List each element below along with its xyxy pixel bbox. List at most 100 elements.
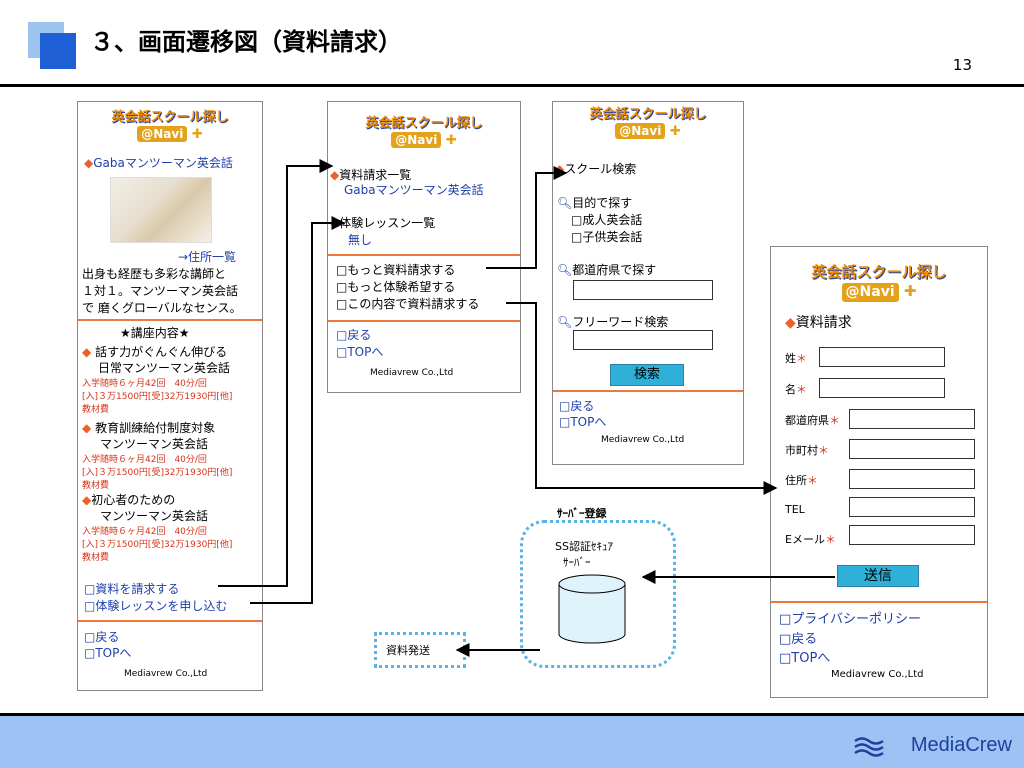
more-request-link[interactable]: □もっと資料請求する <box>336 263 456 277</box>
screen-request-form: 英会話スクール探し @Navi ✚ ◆資料請求 姓＊ 名＊ 都道府県＊ 市町村＊… <box>770 246 988 698</box>
section-divider <box>771 601 987 603</box>
company-name: Mediavrew Co.,Ltd <box>370 368 454 378</box>
arrow-request-to-list <box>218 159 334 587</box>
school-photo <box>110 177 212 243</box>
shipping-label: 資料発送 <box>386 644 430 657</box>
course-name: ◆ 話す力がぐんぐん伸びる <box>82 345 228 359</box>
back-link[interactable]: □戻る <box>559 399 595 413</box>
first-name-input[interactable] <box>819 378 945 398</box>
screen-request-list: 英会話スクール探し @Navi ✚ ◆資料請求一覧 Gabaマンツーマン英会話 … <box>327 101 521 393</box>
section-divider <box>328 320 520 322</box>
course-detail: 教材費 <box>82 553 110 563</box>
search-button[interactable]: 検索 <box>610 364 684 386</box>
more-trial-link[interactable]: □もっと体験希望する <box>336 280 456 294</box>
database-icon <box>558 574 626 644</box>
top-link[interactable]: □TOPへ <box>559 415 607 429</box>
footer-divider <box>0 713 1024 716</box>
top-link[interactable]: □TOPへ <box>84 646 132 660</box>
adult-english-checkbox[interactable]: □成人英会話 <box>571 213 643 227</box>
diamond-icon: ◆ <box>330 168 340 182</box>
diamond-icon: ◆ <box>785 315 796 331</box>
section-divider <box>78 319 262 321</box>
purpose-search-label: 🔍︎目的で探す <box>557 196 633 210</box>
site-logo: 英会話スクール探し @Navi ✚ <box>589 107 707 139</box>
submit-button[interactable]: 送信 <box>837 565 919 587</box>
course-detail: 入学随時６ヶ月42回 40分/回 <box>82 527 207 537</box>
diamond-icon: ◆ <box>82 345 92 359</box>
freeword-input[interactable] <box>573 330 713 350</box>
intro-line: で 磨くグローバルなセンス。 <box>82 301 242 315</box>
section-divider <box>328 254 520 256</box>
course-detail: 入学随時６ヶ月42回 40分/回 <box>82 455 207 465</box>
arrow-submit-to-form <box>506 302 778 495</box>
course-detail: [入]３万1500円[受]32万1930円[他] <box>82 540 233 550</box>
freeword-search-label: 🔍︎フリーワード検索 <box>557 315 669 329</box>
server-registration-label: ｻｰﾊﾞｰ登録 <box>557 507 607 520</box>
privacy-policy-link[interactable]: □プライバシーポリシー <box>779 612 922 627</box>
back-link[interactable]: □戻る <box>336 328 372 342</box>
secure-server-text: SS認証ｾｷｭｱ <box>555 540 613 553</box>
diamond-icon: ◆ <box>82 493 92 507</box>
page-number: 13 <box>952 56 972 74</box>
magnifier-icon: 🔍︎ <box>557 263 573 277</box>
form-title: ◆資料請求 <box>785 315 852 331</box>
diamond-icon: ◆ <box>82 421 92 435</box>
request-list-item: Gabaマンツーマン英会話 <box>344 183 484 197</box>
footer-bar <box>0 716 1024 768</box>
course-detail: 教材費 <box>82 405 110 415</box>
course-name: ◆ 教育訓練給付制度対象 <box>82 421 216 435</box>
course-name: 日常マンツーマン英会話 <box>98 361 231 375</box>
course-name: ◆初心者のための <box>82 493 176 507</box>
company-name: Mediavrew Co.,Ltd <box>831 669 924 680</box>
section-divider <box>78 620 262 622</box>
company-name: Mediavrew Co.,Ltd <box>124 669 208 679</box>
top-link[interactable]: □TOPへ <box>336 345 384 359</box>
child-english-checkbox[interactable]: □子供英会話 <box>571 230 643 244</box>
company-name: Mediavrew Co.,Ltd <box>601 435 685 445</box>
trial-list-item: 無し <box>348 233 373 247</box>
field-label-prefecture: 都道府県＊ <box>785 414 840 427</box>
email-input[interactable] <box>849 525 975 545</box>
secure-server-text: ｻｰﾊﾞｰ <box>563 556 591 569</box>
course-section-title: ★講座内容★ <box>120 326 190 340</box>
arrow-trial-to-list <box>250 216 346 604</box>
back-link[interactable]: □戻る <box>84 630 120 644</box>
section-divider <box>553 390 743 392</box>
request-material-link[interactable]: □資料を請求する <box>84 582 180 596</box>
course-name: マンツーマン英会話 <box>100 509 209 523</box>
prefecture-input[interactable] <box>573 280 713 300</box>
secure-server-box <box>520 520 676 668</box>
prefecture-input[interactable] <box>849 409 975 429</box>
field-label-city: 市町村＊ <box>785 444 829 457</box>
request-list-title: ◆資料請求一覧 <box>330 168 412 182</box>
title-deco-square-dark <box>40 33 76 69</box>
course-detail: [入]３万1500円[受]32万1930円[他] <box>82 468 233 478</box>
wave-lines-icon <box>854 737 884 757</box>
field-label-first-name: 名＊ <box>785 383 807 396</box>
prefecture-search-label: 🔍︎都道府県で探す <box>557 263 657 277</box>
course-detail: 教材費 <box>82 481 110 491</box>
site-logo: 英会話スクール探し @Navi ✚ <box>365 116 483 148</box>
magnifier-icon: 🔍︎ <box>557 315 573 329</box>
school-heading: ◆Gabaマンツーマン英会話 <box>84 156 233 170</box>
header-divider <box>0 84 1024 87</box>
city-input[interactable] <box>849 439 975 459</box>
apply-trial-link[interactable]: □体験レッスンを申し込む <box>84 599 228 613</box>
last-name-input[interactable] <box>819 347 945 367</box>
submit-request-link[interactable]: □この内容で資料請求する <box>336 297 480 311</box>
back-link[interactable]: □戻る <box>779 632 818 647</box>
course-detail: [入]３万1500円[受]32万1930円[他] <box>82 392 233 402</box>
field-label-last-name: 姓＊ <box>785 352 807 365</box>
site-logo: 英会話スクール探し @Navi ✚ <box>111 110 229 142</box>
course-name: マンツーマン英会話 <box>100 437 209 451</box>
field-label-address: 住所＊ <box>785 474 818 487</box>
tel-input[interactable] <box>849 497 975 517</box>
top-link[interactable]: □TOPへ <box>779 651 831 666</box>
address-input[interactable] <box>849 469 975 489</box>
intro-line: 出身も経歴も多彩な講師と <box>82 267 227 281</box>
address-list-link[interactable]: →住所一覧 <box>178 250 237 264</box>
field-label-tel: TEL <box>785 503 805 516</box>
field-label-email: Eメール＊ <box>785 533 836 546</box>
screen-school-detail: 英会話スクール探し @Navi ✚ ◆Gabaマンツーマン英会話 →住所一覧 出… <box>77 101 263 691</box>
